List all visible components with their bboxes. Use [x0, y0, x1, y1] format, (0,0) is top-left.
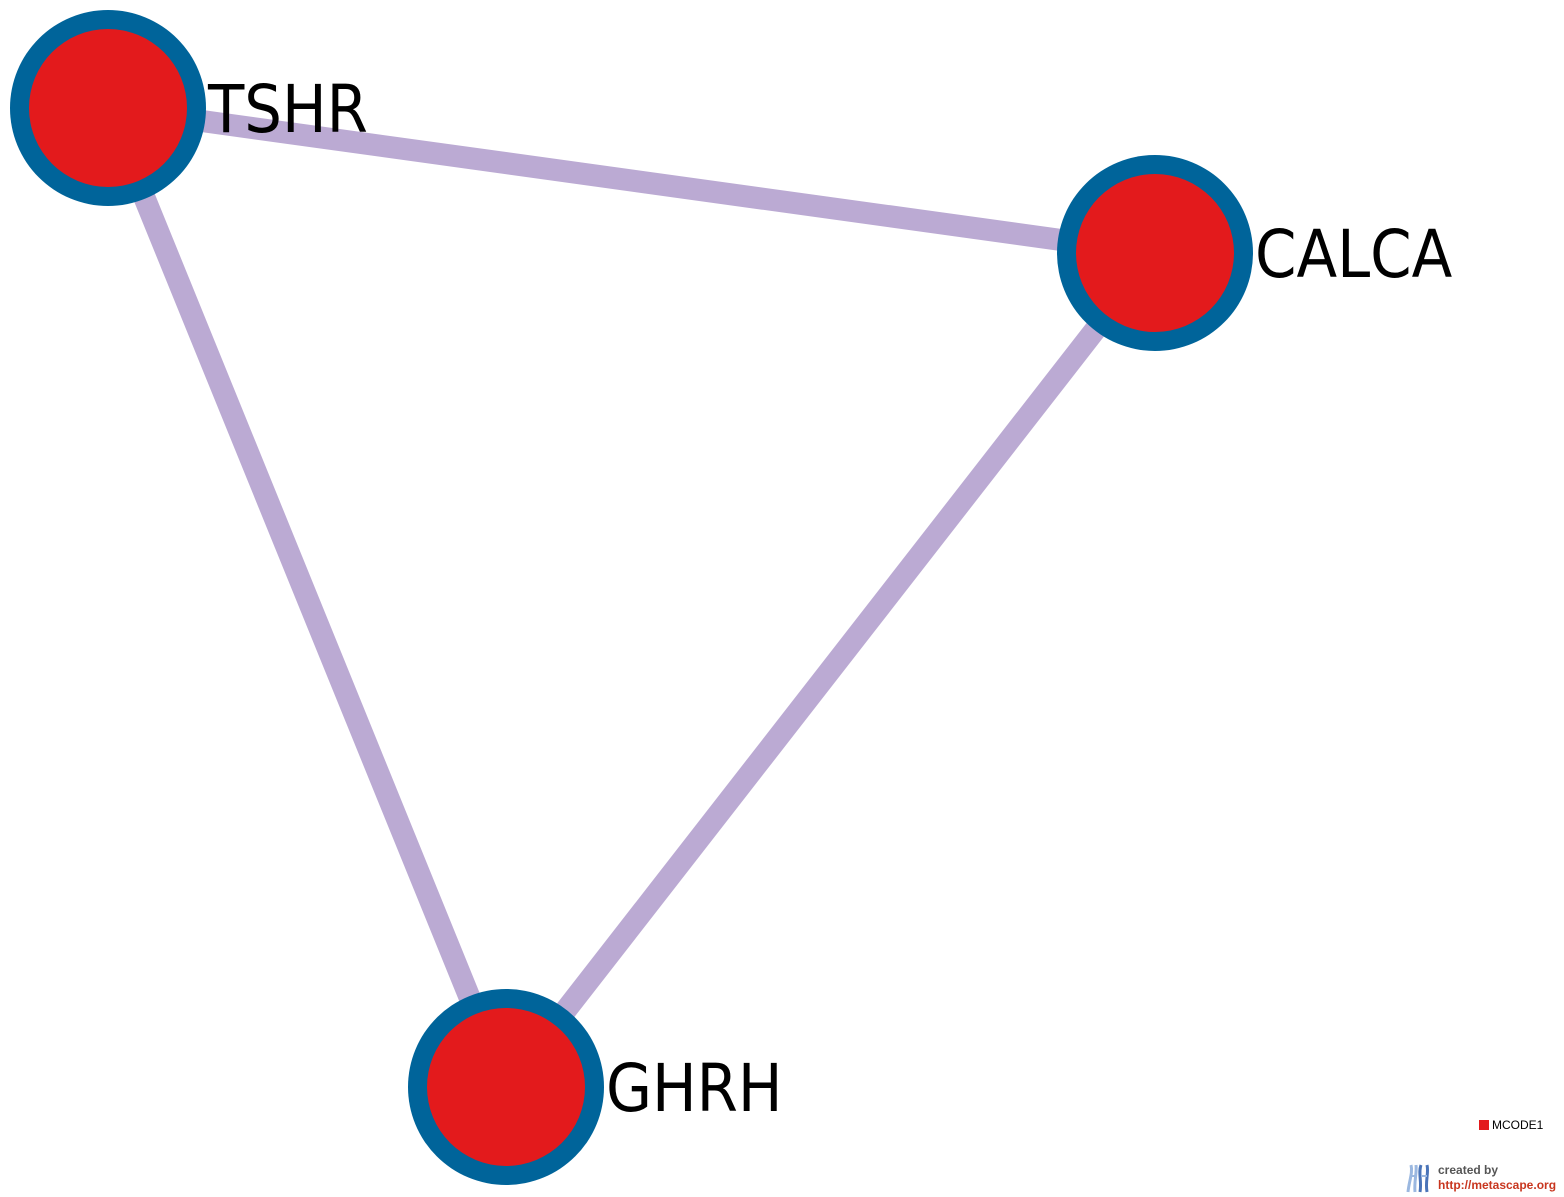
- edges-layer: [97, 97, 1164, 1094]
- node-tshr: TSHR: [10, 10, 368, 206]
- node-calca: CALCA: [1057, 155, 1453, 351]
- edge-tshr-ghrh: [97, 103, 517, 1092]
- node-fill: [1076, 174, 1234, 332]
- edge-tshr-calca: [106, 97, 1157, 264]
- legend: MCODE1: [1479, 1118, 1543, 1132]
- legend-label-mcode1: MCODE1: [1492, 1118, 1544, 1132]
- edge-calca-ghrh: [497, 246, 1164, 1094]
- metascape-credit: created by http://metascape.org: [1405, 1163, 1556, 1193]
- credit-url: http://metascape.org: [1438, 1178, 1557, 1192]
- node-fill: [29, 29, 187, 187]
- node-fill: [427, 1008, 585, 1166]
- credit-created-by: created by: [1438, 1163, 1499, 1177]
- node-label-tshr: TSHR: [207, 71, 368, 148]
- node-label-ghrh: GHRH: [606, 1050, 783, 1127]
- nodes-layer: TSHR CALCA GHRH: [10, 10, 1453, 1185]
- node-label-calca: CALCA: [1255, 216, 1453, 293]
- node-ghrh: GHRH: [408, 989, 783, 1185]
- metascape-logo-icon: [1406, 1164, 1430, 1193]
- legend-swatch-mcode1: [1479, 1120, 1489, 1130]
